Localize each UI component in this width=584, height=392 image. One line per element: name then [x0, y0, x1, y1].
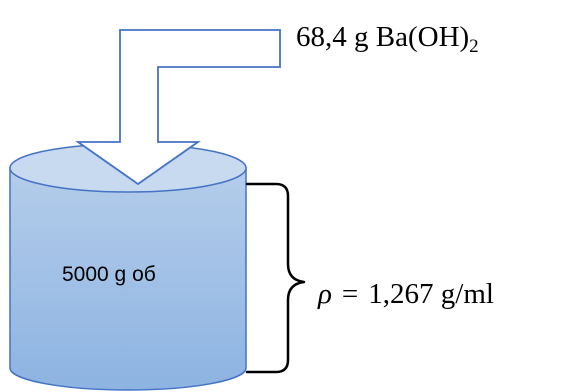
height-brace [245, 182, 306, 374]
solute-label: 68,4 g Ba(OH)2 [296, 21, 479, 57]
solvent-label: 5000 g об [62, 263, 156, 286]
density-label: ρ=1,267 g/ml [317, 278, 494, 310]
cylinder-body [9, 167, 247, 391]
inflow-arrow [75, 29, 281, 186]
